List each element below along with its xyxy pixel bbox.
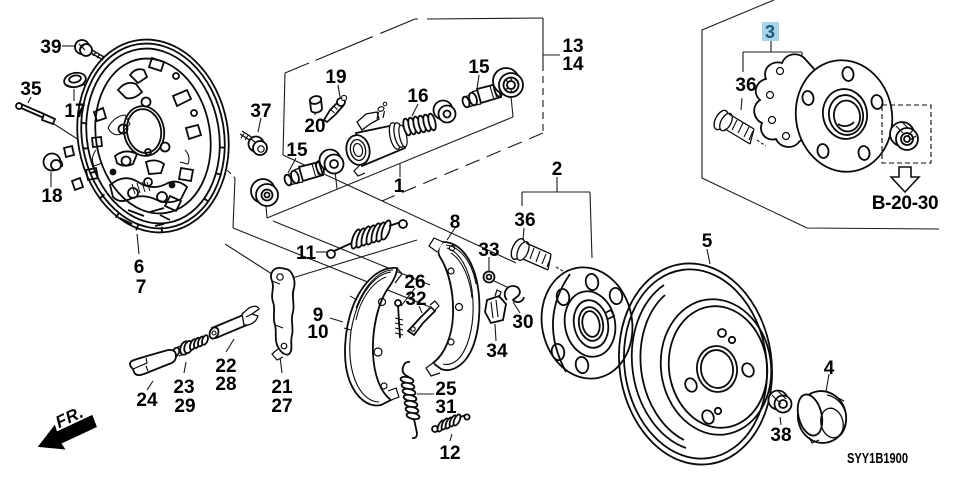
svg-text:15: 15 — [286, 140, 308, 161]
svg-text:1: 1 — [394, 176, 405, 197]
svg-text:33: 33 — [478, 240, 499, 261]
svg-text:37: 37 — [250, 101, 271, 122]
svg-text:20: 20 — [304, 116, 325, 137]
svg-text:38: 38 — [770, 425, 791, 446]
svg-text:21: 21 — [271, 377, 293, 398]
svg-text:35: 35 — [20, 79, 42, 100]
svg-text:31: 31 — [435, 397, 457, 418]
svg-text:24: 24 — [136, 390, 158, 411]
svg-text:34: 34 — [486, 341, 508, 362]
svg-text:3: 3 — [765, 22, 775, 42]
svg-text:12: 12 — [439, 443, 460, 464]
svg-text:17: 17 — [64, 101, 85, 122]
svg-text:30: 30 — [512, 312, 533, 333]
svg-text:18: 18 — [41, 186, 62, 207]
svg-text:8: 8 — [450, 212, 461, 233]
svg-text:5: 5 — [702, 231, 713, 252]
svg-text:9: 9 — [313, 305, 324, 326]
svg-text:22: 22 — [215, 356, 236, 377]
svg-text:25: 25 — [435, 379, 457, 400]
svg-text:32: 32 — [405, 289, 426, 310]
svg-text:B-20-30: B-20-30 — [872, 193, 939, 214]
svg-text:10: 10 — [307, 322, 328, 343]
svg-text:28: 28 — [215, 374, 236, 395]
svg-text:11: 11 — [296, 243, 317, 264]
svg-text:27: 27 — [271, 396, 292, 417]
svg-text:13: 13 — [562, 36, 583, 57]
svg-text:39: 39 — [40, 37, 61, 58]
svg-text:4: 4 — [824, 358, 835, 379]
svg-text:26: 26 — [404, 272, 425, 293]
svg-text:23: 23 — [173, 377, 194, 398]
svg-text:14: 14 — [562, 54, 584, 75]
svg-text:29: 29 — [174, 396, 195, 417]
svg-text:7: 7 — [136, 277, 147, 298]
svg-text:16: 16 — [407, 86, 428, 107]
svg-text:2: 2 — [552, 159, 563, 180]
svg-text:15: 15 — [468, 57, 490, 78]
svg-text:36: 36 — [735, 75, 756, 96]
svg-text:19: 19 — [325, 67, 346, 88]
svg-text:36: 36 — [514, 210, 535, 231]
svg-text:6: 6 — [134, 257, 145, 278]
svg-text:SYY1B1900: SYY1B1900 — [847, 450, 908, 467]
